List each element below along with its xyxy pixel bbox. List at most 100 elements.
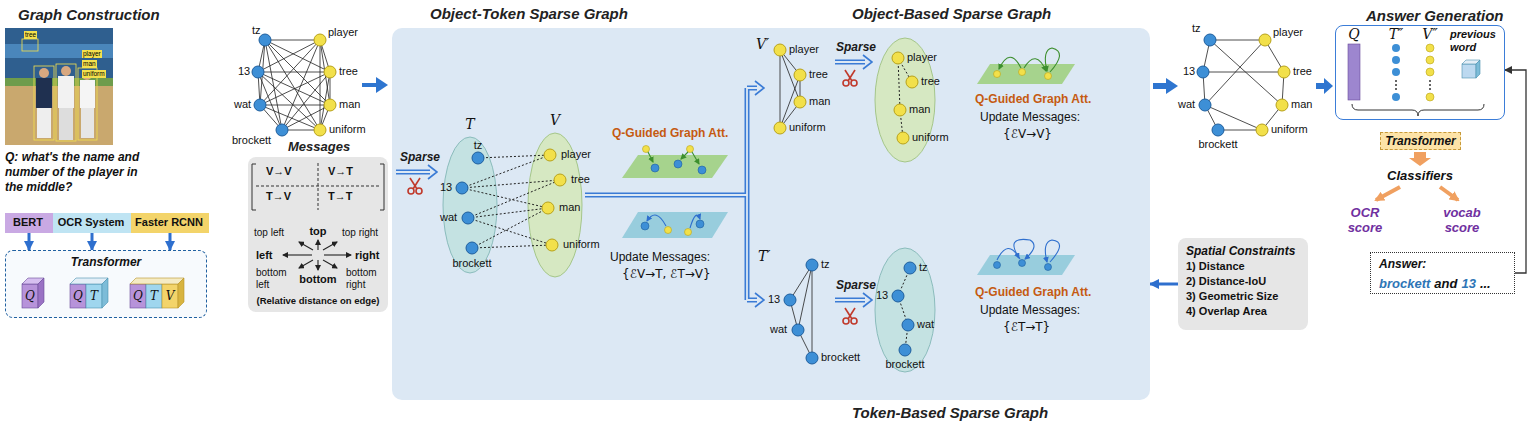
input-label: previous word xyxy=(1450,28,1504,54)
graph-node-label: player xyxy=(789,43,819,56)
box-label: BERT xyxy=(13,216,43,229)
text-holder: uniform xyxy=(563,238,600,251)
graph-edge xyxy=(472,245,552,248)
graph-node-label: brockett xyxy=(885,358,924,371)
object-node xyxy=(897,132,909,144)
set-symbol: T′ xyxy=(758,248,771,264)
token-node xyxy=(806,352,818,364)
text-holder: brockett xyxy=(452,257,491,270)
graph-edge xyxy=(780,50,781,128)
object-node xyxy=(894,104,906,116)
attention-label: Q-Guided Graph Att. xyxy=(612,126,728,140)
box-label: Object-Token Sparse Graph xyxy=(430,5,628,22)
message-matrix xyxy=(252,163,384,210)
box-label: T→V xyxy=(266,190,291,203)
graph-edge xyxy=(1203,72,1284,73)
set-symbol: V xyxy=(550,112,560,128)
update-label: Update Messages: xyxy=(980,110,1080,124)
text-holder: V″ xyxy=(1422,26,1437,42)
token-node xyxy=(902,319,914,331)
graph-node-label: uniform xyxy=(912,131,949,144)
text-holder: bottom xyxy=(299,273,336,286)
embedding-symbol: Q xyxy=(73,289,83,303)
token-node xyxy=(892,290,904,302)
text-holder: tz xyxy=(474,139,483,152)
text-holder: bottom left xyxy=(256,267,292,291)
text-holder: tz xyxy=(252,24,261,37)
graph-edge xyxy=(462,180,560,188)
text-holder: T xyxy=(90,289,98,303)
text-column: BERT xyxy=(13,216,43,229)
graph-node-label: tz xyxy=(474,139,483,152)
object-node xyxy=(554,174,566,186)
embedding-cubes xyxy=(22,278,184,308)
question-text: Q: what's the name and number of the pla… xyxy=(5,150,145,195)
text-holder: Q-Guided Graph Att. xyxy=(975,92,1091,106)
text-holder: man xyxy=(1291,98,1312,111)
graph-node-label: tree xyxy=(1293,65,1312,78)
graph-node-label: player xyxy=(1273,26,1303,39)
text-holder: Sparse xyxy=(400,150,440,164)
object-tag: man xyxy=(82,60,97,68)
message-set: {ℰT→T} xyxy=(1003,320,1050,334)
object-node xyxy=(794,96,806,108)
text-holder: Classifiers xyxy=(1387,168,1453,183)
graph-edge xyxy=(478,155,550,158)
score-label: OCR score xyxy=(1341,205,1389,235)
text-holder: bottom right xyxy=(346,267,382,291)
token-node xyxy=(899,344,911,356)
text-holder: uniform xyxy=(329,123,366,136)
message-set: {ℰV→T, ℰT→V} xyxy=(622,267,711,281)
token-node xyxy=(784,294,796,306)
text-holder: vocab score xyxy=(1438,205,1486,235)
box-label: top right xyxy=(342,227,378,239)
operation-label: Sparse xyxy=(836,40,876,54)
text-holder: Q xyxy=(133,289,143,303)
graph-edge xyxy=(462,188,548,208)
set-symbol: T xyxy=(465,116,474,132)
box-label: top left xyxy=(254,227,284,239)
graph-edge xyxy=(798,265,812,330)
box-label: V→V xyxy=(266,165,292,178)
attention-label: Q-Guided Graph Att. xyxy=(975,285,1091,299)
text-column: Faster RCNN xyxy=(135,216,203,229)
text-holder: top right xyxy=(342,227,378,239)
graph-edge xyxy=(260,105,330,106)
text-holder: man xyxy=(559,201,580,214)
text-holder: man xyxy=(809,95,830,108)
object-node xyxy=(1256,124,1268,136)
box-label: Messages xyxy=(288,139,350,154)
object-node xyxy=(794,69,806,81)
box-item: 2) Distance-IoU xyxy=(1186,274,1295,289)
graph-edge xyxy=(1210,40,1282,105)
object-node xyxy=(1276,99,1288,111)
box-item: 4) Overlap Area xyxy=(1186,304,1295,319)
classifier-arrows xyxy=(1376,152,1458,200)
text-holder: V xyxy=(166,289,175,303)
graph-node-label: tree xyxy=(809,68,828,81)
object-tag: tree xyxy=(24,31,37,39)
text-holder: uniform xyxy=(789,121,826,134)
token-node xyxy=(1197,66,1209,78)
text-holder: tree xyxy=(921,75,940,88)
encoder-box: BERT xyxy=(5,213,53,233)
sparse-arrows xyxy=(396,55,872,307)
embedding-symbol: T xyxy=(150,289,158,303)
graph-edge xyxy=(258,72,330,105)
text-holder: T xyxy=(150,289,158,303)
graph-node-label: tree xyxy=(571,173,590,186)
text-holder: brockett xyxy=(232,134,271,147)
object-node xyxy=(324,66,336,78)
graph-node-label: man xyxy=(909,103,930,116)
object-node xyxy=(544,149,556,161)
graph-node-label: brockett xyxy=(232,134,271,147)
box-label: bottom left xyxy=(256,267,292,291)
token-node xyxy=(252,66,264,78)
object-node xyxy=(546,239,558,251)
text-column: Spatial Constraints1) Distance2) Distanc… xyxy=(1186,243,1295,319)
operation-label: Sparse xyxy=(400,150,440,164)
text-holder: wat xyxy=(917,318,934,331)
token-node xyxy=(259,34,271,46)
